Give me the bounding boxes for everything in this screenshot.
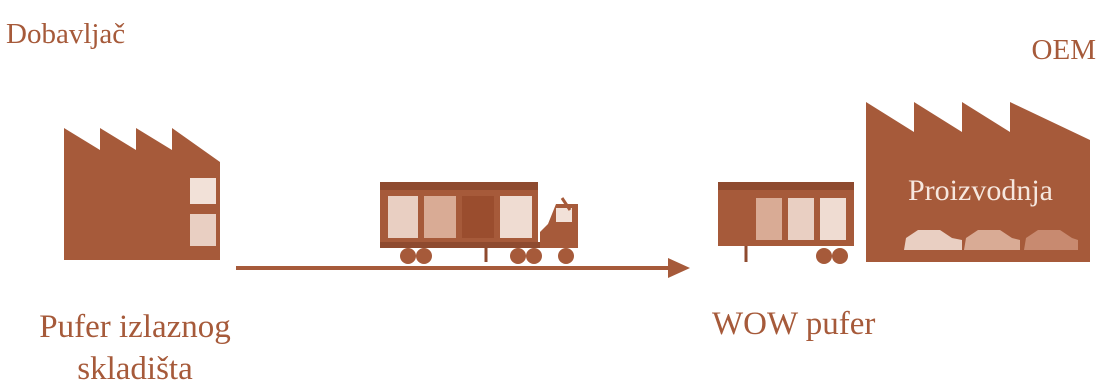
truck-icon [380, 182, 578, 264]
trailer-icon [718, 182, 854, 264]
production-label: Proizvodnja [908, 174, 1053, 208]
supplier-factory-icon [64, 128, 220, 260]
flow-arrow-icon [236, 258, 690, 278]
